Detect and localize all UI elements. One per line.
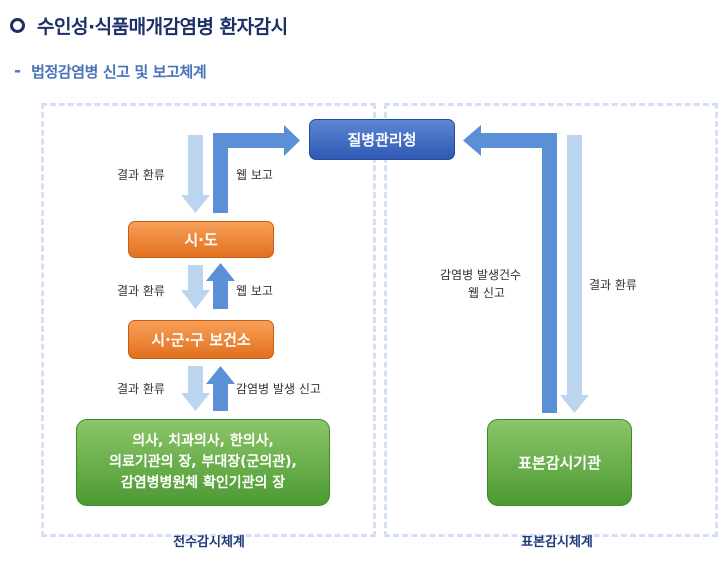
label-feedback-sentinel: 결과 환류 (589, 278, 637, 292)
feedback-arrow-kdca-to-sido (181, 135, 210, 213)
label-web-report-1: 웹 보고 (236, 168, 273, 182)
label-web-report-2: 웹 보고 (236, 284, 273, 298)
report-arrow-health-to-sido (206, 263, 235, 309)
node-kdca: 질병관리청 (309, 119, 455, 160)
label-sentinel-report-line-2: 웹 신고 (468, 286, 505, 300)
feedback-arrow-kdca-to-sentinel (560, 135, 589, 413)
reporters-line-2: 의료기관의 장, 부대장(군의관), (109, 454, 297, 470)
caption-full-surveillance: 전수감시체계 (173, 535, 245, 550)
report-arrow-sentinel-to-kdca (463, 125, 557, 413)
label-feedback-3: 결과 환류 (117, 382, 165, 396)
report-arrow-reporters-to-health (206, 366, 235, 411)
section-subtitle-row: - 법정감염병 신고 및 보고체계 (14, 58, 207, 84)
label-sentinel-report-line-1: 감염병 발생건수 (440, 268, 522, 282)
reporters-line-3: 감염병병원체 확인기관의 장 (120, 475, 286, 491)
page-title-row: 수인성·식품매개감염병 환자감시 (10, 8, 288, 42)
feedback-arrow-health-to-reporters (181, 366, 210, 411)
panel-full-surveillance (41, 103, 376, 537)
report-arrow-sido-to-kdca (213, 125, 300, 213)
node-sentinel-institution: 표본감시기관 (487, 419, 632, 506)
feedback-arrow-sido-to-health (181, 265, 210, 309)
label-feedback-2: 결과 환류 (117, 284, 165, 298)
panel-sentinel-surveillance (384, 103, 718, 537)
label-disease-report: 감염병 발생 신고 (236, 382, 321, 396)
section-subtitle: 법정감염병 신고 및 보고체계 (31, 62, 207, 81)
page-title: 수인성·식품매개감염병 환자감시 (37, 15, 288, 38)
dash-bullet-icon: - (14, 61, 22, 81)
node-sido: 시·도 (128, 221, 274, 258)
caption-sentinel-surveillance: 표본감시체계 (521, 535, 593, 550)
node-health-center: 시·군·구 보건소 (128, 320, 274, 359)
label-feedback-1: 결과 환류 (117, 168, 165, 182)
node-reporters: 의사, 치과의사, 한의사, 의료기관의 장, 부대장(군의관), 감염병병원체… (76, 419, 330, 506)
reporters-line-1: 의사, 치과의사, 한의사, (132, 433, 274, 449)
circle-bullet-icon (10, 17, 25, 33)
